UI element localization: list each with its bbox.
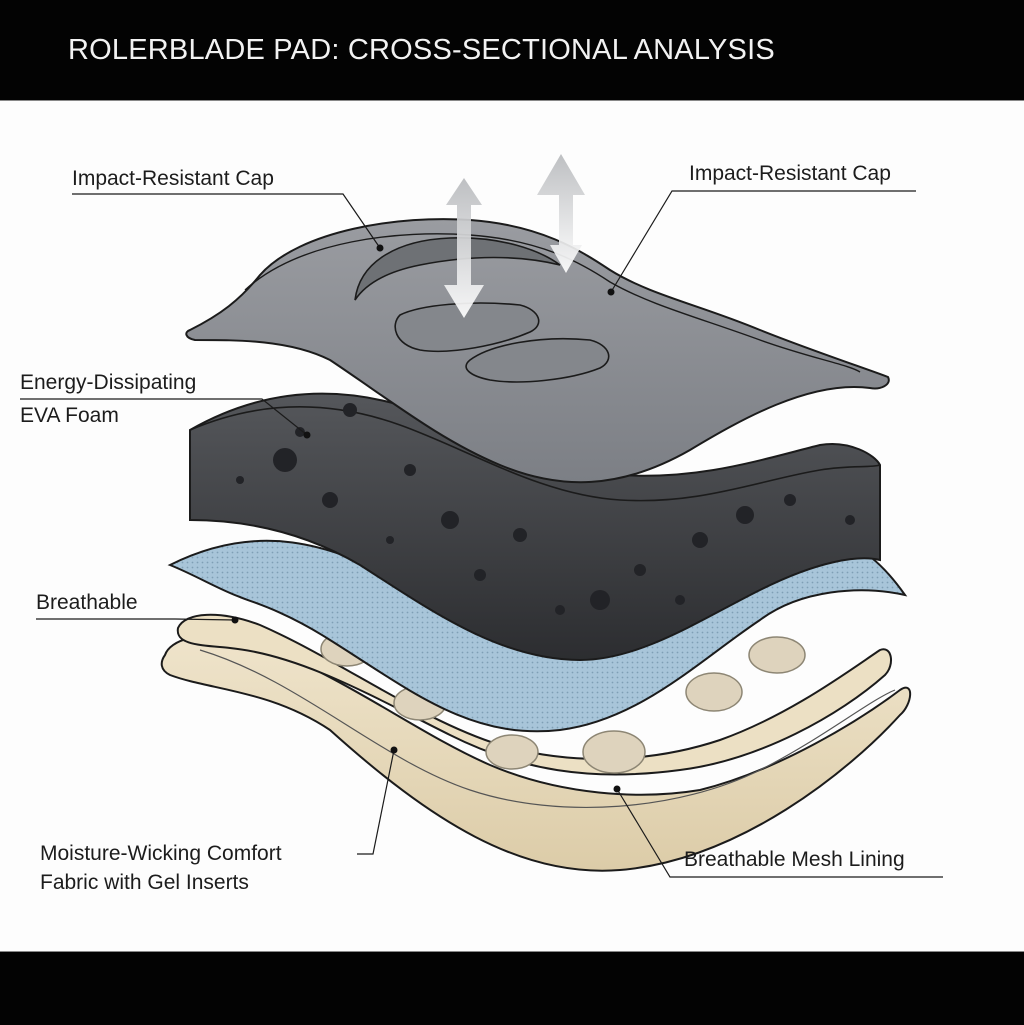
foam-pores: [236, 403, 855, 615]
label-mesh-lining: Breathable Mesh Lining: [684, 848, 905, 871]
gel-insert: [685, 672, 743, 712]
label-comfort-fabric-line1: Moisture-Wicking Comfort: [40, 842, 282, 865]
page-title: ROLERBLADE PAD: CROSS-SECTIONAL ANALYSIS: [68, 34, 775, 66]
double-arrow-icon: [537, 154, 585, 273]
eva-foam-layer: [189, 392, 881, 662]
label-eva-foam-line1: Energy-Dissipating: [20, 371, 197, 394]
gel-insert: [485, 734, 539, 770]
label-impact-cap-left: Impact-Resistant Cap: [72, 167, 274, 190]
leader-lines: [20, 190, 943, 878]
label-breathable: Breathable: [36, 591, 138, 614]
double-arrow-icon: [444, 178, 484, 318]
bottom-bar: [0, 951, 1024, 1025]
gel-insert: [748, 636, 806, 674]
leader-dots: [231, 244, 621, 793]
title-bar: ROLERBLADE PAD: CROSS-SECTIONAL ANALYSIS: [0, 0, 1024, 101]
label-eva-foam-line2: EVA Foam: [20, 404, 119, 427]
label-impact-cap-right: Impact-Resistant Cap: [689, 162, 891, 185]
label-comfort-fabric-line2: Fabric with Gel Inserts: [40, 871, 249, 894]
pad-cross-section-diagram: [20, 154, 943, 878]
impact-cap-layer: [185, 218, 890, 484]
comfort-fabric-layer: [160, 613, 912, 872]
gel-insert: [582, 730, 646, 774]
